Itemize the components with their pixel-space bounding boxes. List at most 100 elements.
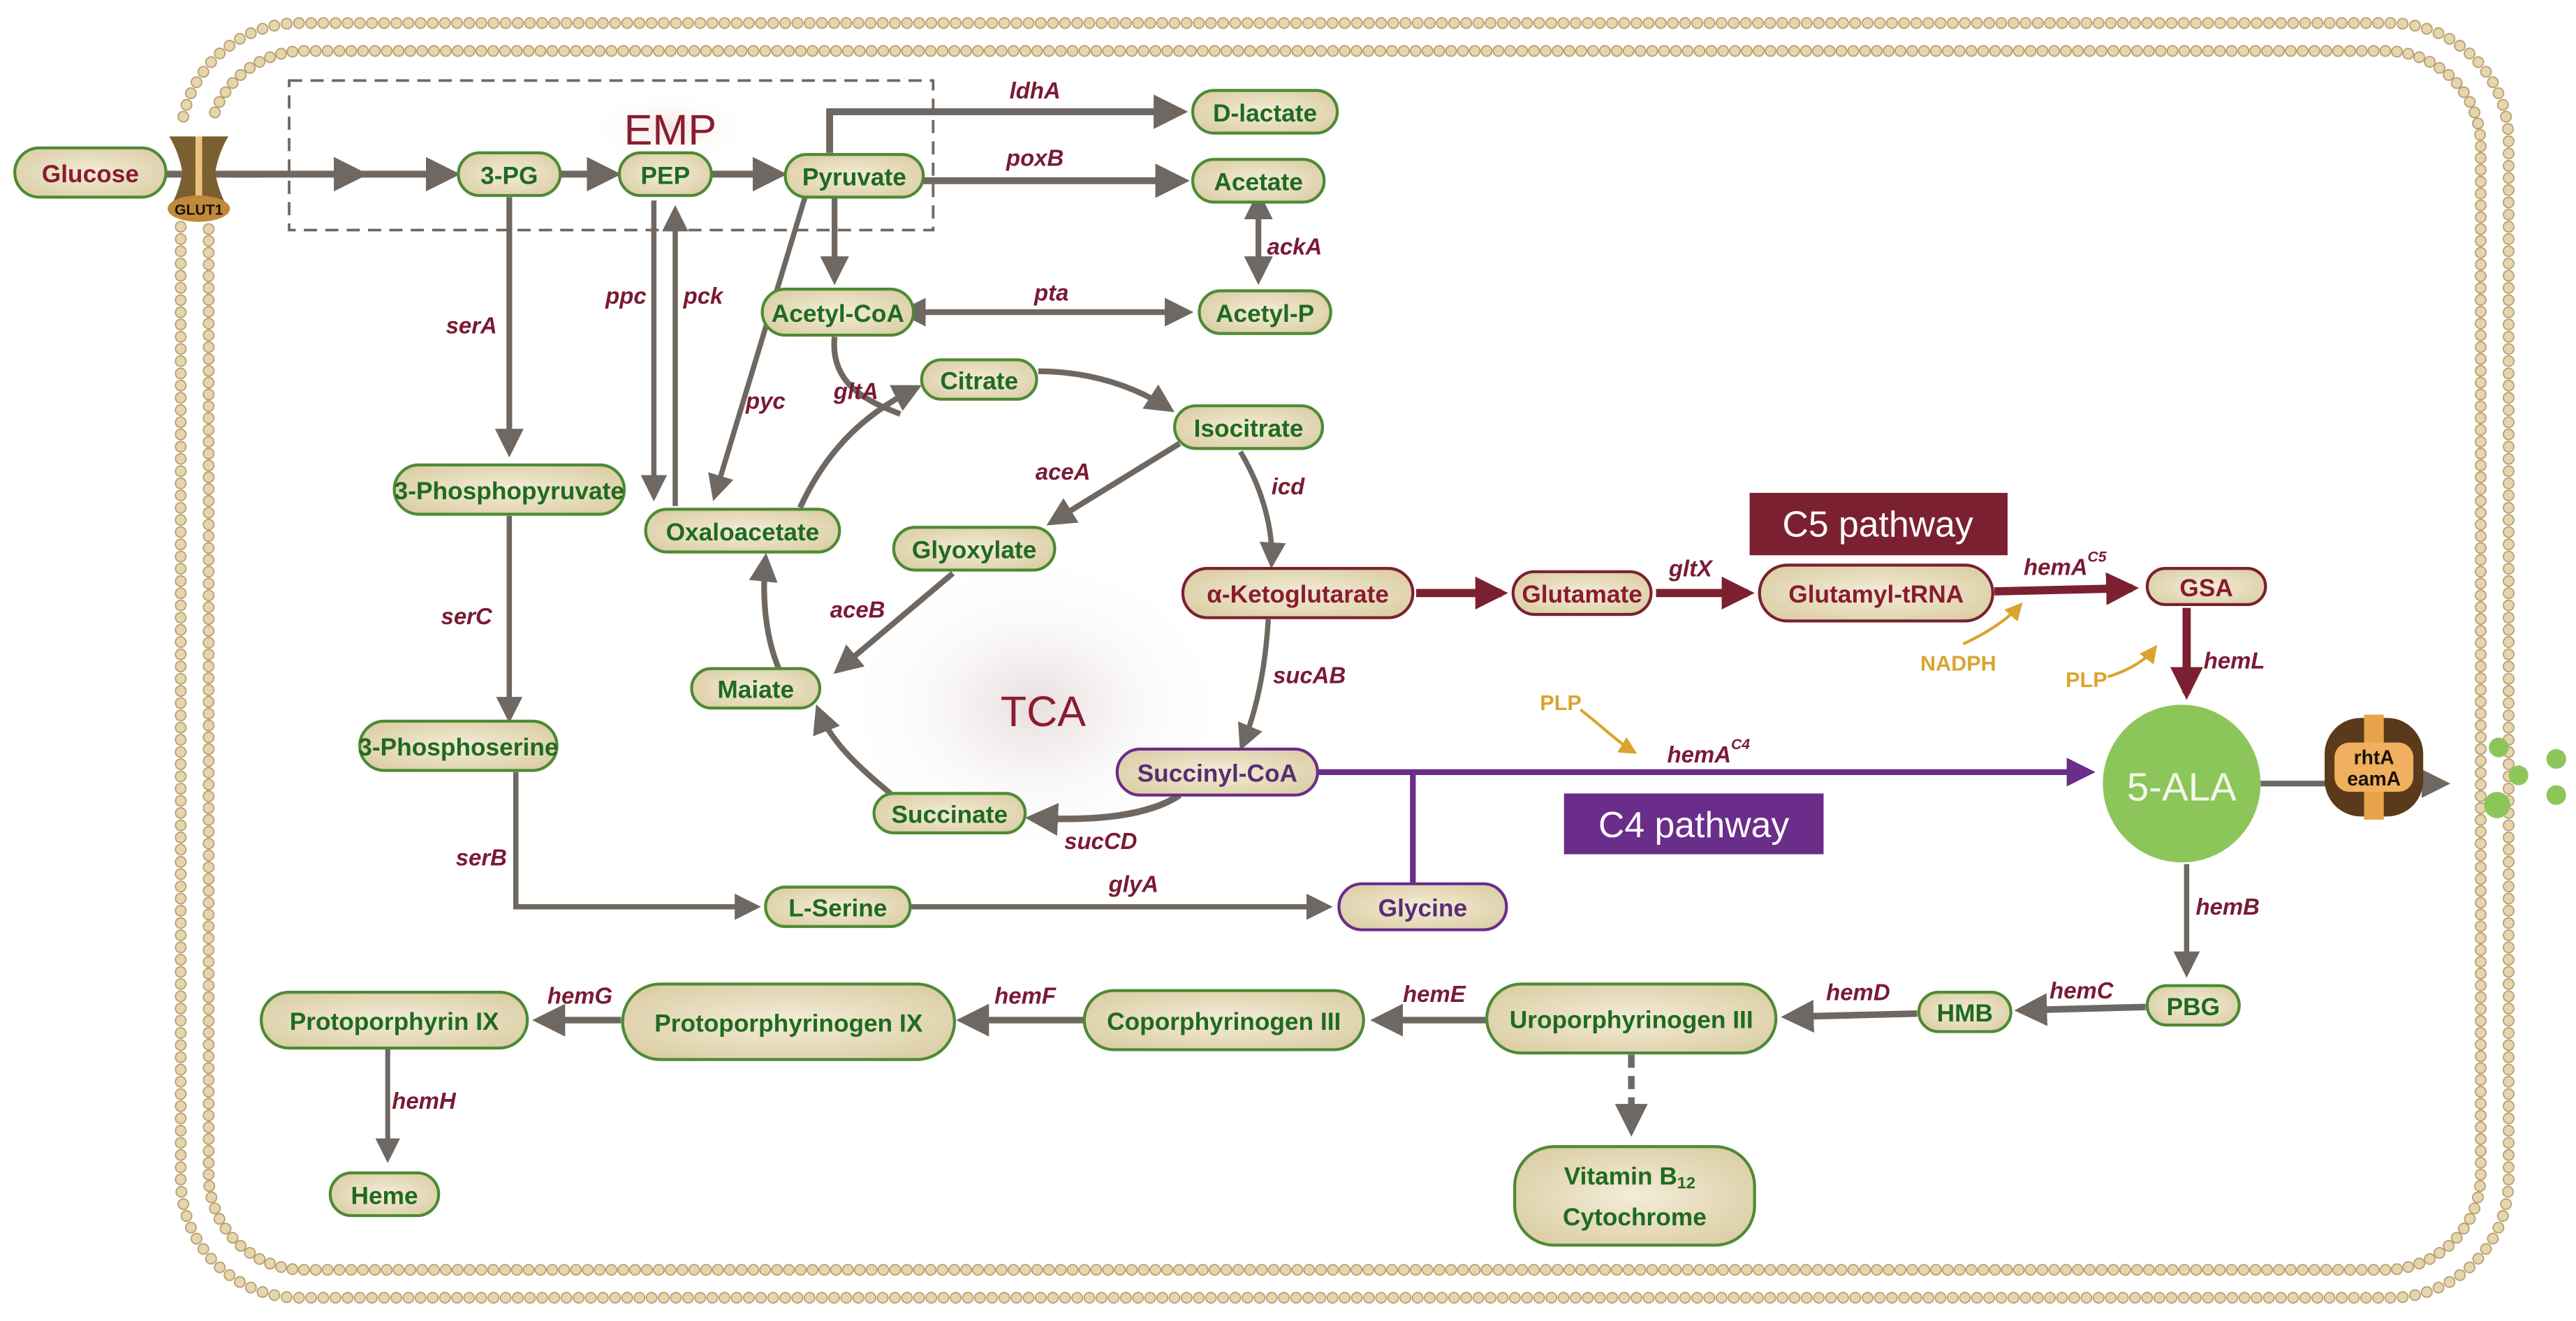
lipid-head	[487, 45, 499, 57]
lipid-head	[2202, 1292, 2214, 1304]
cofactor-plp-c5: PLP	[2066, 668, 2107, 692]
lipid-head	[986, 17, 999, 29]
lipid-head	[1528, 1264, 1540, 1276]
lipid-head	[203, 436, 215, 448]
lipid-head	[723, 45, 736, 57]
lipid-head	[1173, 1264, 1185, 1276]
lipid-head	[1244, 45, 1256, 57]
lipid-head	[2332, 1264, 2344, 1276]
lipid-head	[864, 17, 877, 29]
lipid-head	[2503, 954, 2515, 966]
lipid-head	[1156, 17, 1168, 29]
lipid-head	[1217, 1292, 1230, 1304]
lipid-head	[2391, 45, 2404, 58]
lipid-head	[1959, 1292, 1971, 1304]
lipid-head	[175, 416, 187, 429]
lipid-head	[2031, 1292, 2044, 1304]
lipid-head	[1019, 1264, 1031, 1276]
glut1-channel	[195, 136, 203, 209]
lipid-head	[1205, 17, 1217, 29]
lipid-head	[1083, 1292, 1096, 1304]
lipid-head	[1569, 17, 1582, 29]
lipid-head	[1253, 1292, 1266, 1304]
lipid-head	[2432, 1281, 2445, 1294]
lipid-head	[1587, 1264, 1599, 1276]
lipid-head	[197, 66, 209, 78]
lipid-head	[1776, 1292, 1788, 1304]
lipid-head	[783, 45, 795, 57]
lipid-head	[309, 45, 322, 57]
lipid-head	[2332, 45, 2344, 57]
lipid-head	[596, 1292, 609, 1304]
lipid-head	[2141, 1292, 2154, 1304]
lipid-head	[1703, 1292, 1716, 1304]
lipid-head	[2503, 880, 2515, 893]
lipid-head	[1691, 17, 1704, 29]
lipid-head	[213, 1213, 226, 1225]
lipid-head	[1679, 1292, 1691, 1304]
lipid-head	[1670, 1264, 1682, 1276]
lipid-head	[203, 235, 215, 247]
lipid-head	[175, 270, 187, 282]
lipid-head	[1849, 17, 1862, 29]
lipid-head	[1339, 1264, 1351, 1276]
lipid-head	[1031, 1264, 1043, 1276]
lipid-head	[2084, 45, 2096, 57]
glut1-right-half	[202, 136, 229, 209]
lipid-head	[2503, 514, 2515, 526]
lipid-head	[2424, 1253, 2436, 1265]
lipid-head	[670, 1292, 682, 1304]
lipid-head	[353, 1292, 366, 1304]
lipid-head	[1492, 45, 1505, 57]
lipid-head	[609, 1292, 621, 1304]
lipid-head	[175, 1112, 187, 1125]
lipid-head	[2190, 1292, 2202, 1304]
lipid-head	[175, 550, 187, 563]
glut1-base	[167, 195, 230, 222]
node-glycine-shape	[1337, 882, 1508, 931]
lipid-head	[2261, 1264, 2274, 1276]
enzyme-aceA: aceA	[1036, 459, 1091, 485]
lipid-head	[2060, 1264, 2073, 1276]
lipid-head	[440, 45, 452, 57]
lipid-head	[2500, 1198, 2512, 1211]
arrow-succinate-to-malate	[813, 704, 892, 796]
lipid-head	[670, 17, 682, 29]
lipid-head	[735, 1264, 748, 1276]
lipid-head	[1066, 1264, 1079, 1276]
lipid-head	[2468, 106, 2481, 119]
lipid-head	[1397, 1264, 1410, 1276]
lipid-head	[901, 1264, 913, 1276]
lipid-head	[1800, 1292, 1813, 1304]
lipid-head	[499, 17, 512, 29]
lipid-head	[889, 17, 901, 29]
node-succinate-label: Succinate	[892, 802, 1008, 829]
lipid-head	[414, 17, 427, 29]
lipid-head	[1862, 1292, 1874, 1304]
lipid-head	[1144, 1292, 1156, 1304]
lipid-head	[2475, 660, 2487, 672]
lipid-head	[706, 17, 719, 29]
lipid-head	[175, 832, 187, 843]
lipid-head	[2475, 743, 2487, 755]
lipid-head	[2372, 1292, 2385, 1304]
lipid-head	[2503, 452, 2515, 465]
lipid-head	[2249, 1264, 2262, 1276]
lipid-head	[1114, 45, 1126, 57]
lipid-head	[1387, 17, 1399, 29]
lipid-head	[1703, 17, 1716, 29]
lipid-head	[175, 746, 187, 758]
lipid-head	[2336, 1292, 2348, 1304]
lipid-head	[1232, 45, 1244, 57]
lipid-head	[730, 1292, 743, 1304]
lipid-head	[2397, 1291, 2409, 1304]
lipid-head	[256, 22, 269, 35]
lipid-head	[175, 721, 187, 734]
lipid-head	[175, 1063, 187, 1076]
lipid-head	[1898, 1292, 1911, 1304]
lipid-head	[864, 1292, 877, 1304]
lipid-head	[2153, 17, 2165, 29]
lipid-head	[203, 329, 215, 341]
lipid-head	[1019, 45, 1031, 57]
lipid-head	[281, 17, 293, 30]
